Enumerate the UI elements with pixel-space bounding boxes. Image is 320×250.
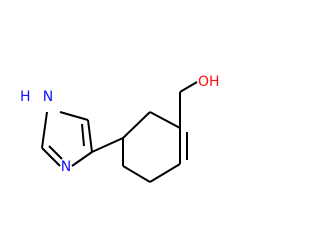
bond-c5-n1 xyxy=(59,111,89,121)
bond-ch2-o xyxy=(179,81,198,93)
bond-n1-c2 xyxy=(41,111,48,149)
imine-n-label: N xyxy=(61,159,71,175)
nh-n-label: N xyxy=(43,89,53,105)
oh-label: OH xyxy=(198,74,220,90)
hydroxymethyl-group xyxy=(179,81,198,128)
nh-label: H xyxy=(20,89,31,105)
bond-c6-c1 xyxy=(149,111,181,129)
bond-c2-n3 xyxy=(41,147,61,167)
bond-c5-c6 xyxy=(122,111,151,139)
nh-h-label: H xyxy=(20,89,31,105)
cyclohexene-ring xyxy=(122,111,188,183)
bond-n3-c4 xyxy=(71,151,93,167)
bond-c2-n3-double xyxy=(48,145,63,160)
bond-c3-c4 xyxy=(122,165,151,183)
atom-labels: H N N OH xyxy=(20,74,220,175)
chemical-structure: H N N OH xyxy=(20,74,220,183)
imidazole-ring xyxy=(41,111,93,167)
bond-c5-imidazole xyxy=(91,137,124,153)
bond-c2-c3 xyxy=(149,163,181,183)
bond-c4-c5-imid-double xyxy=(81,123,85,147)
bond-c4-c5-imid xyxy=(87,119,93,153)
